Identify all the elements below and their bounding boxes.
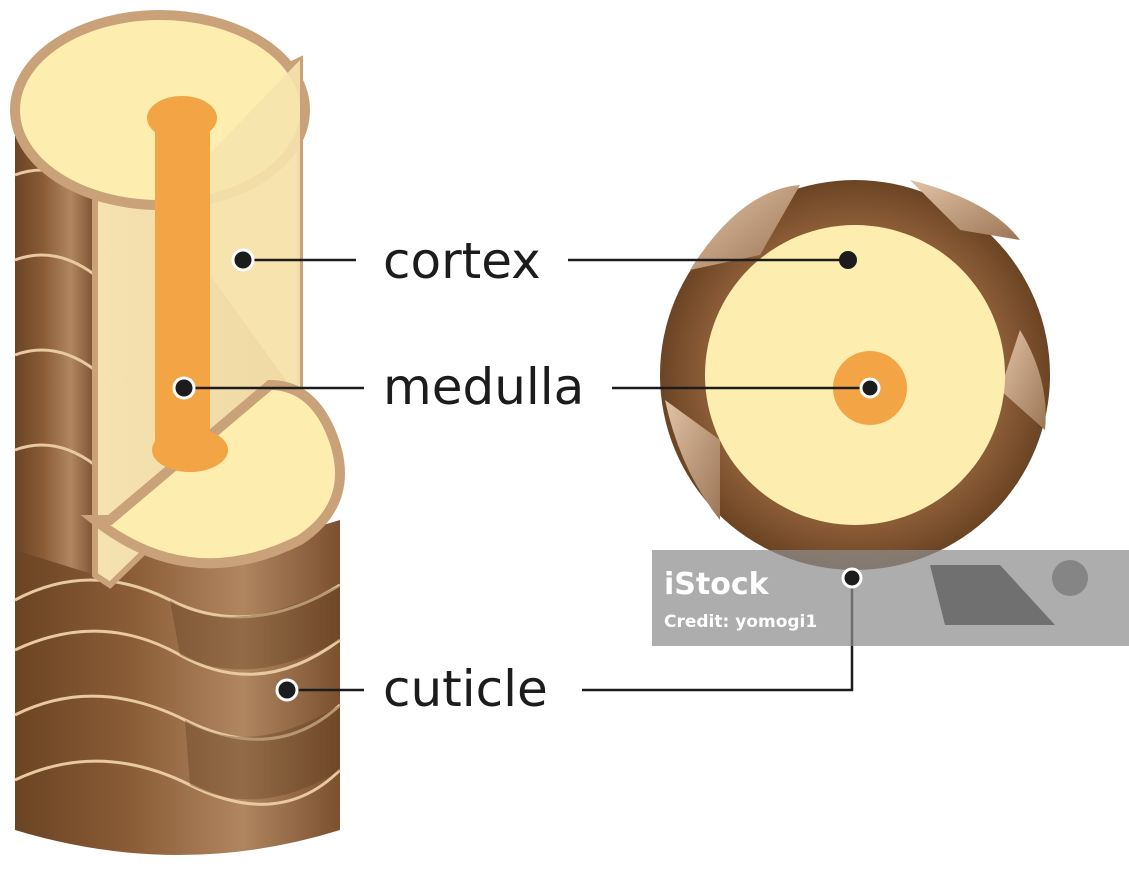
cortex-marker-left: [233, 250, 253, 270]
watermark-band: iStock Credit: yomogi1: [652, 550, 1129, 646]
cuticle-marker-right: [843, 569, 861, 587]
cuticle-marker-left: [277, 680, 297, 700]
hair-cross-section: [660, 180, 1050, 570]
medulla-rod-top: [147, 96, 217, 140]
medulla-marker-right: [861, 379, 879, 397]
cuticle-label: cuticle: [383, 660, 548, 718]
medulla-marker-left: [174, 378, 194, 398]
medulla-label: medulla: [383, 358, 584, 416]
watermark-shape: [1052, 560, 1088, 596]
watermark-credit: Credit: yomogi1: [664, 612, 817, 632]
watermark-brand: iStock: [664, 567, 770, 602]
hair-shaft-cutaway: [15, 15, 340, 855]
medulla-rod-bottom: [152, 428, 228, 472]
medulla-rod: [155, 118, 210, 450]
cortex-label: cortex: [383, 232, 541, 290]
cortex-marker-right: [839, 251, 857, 269]
